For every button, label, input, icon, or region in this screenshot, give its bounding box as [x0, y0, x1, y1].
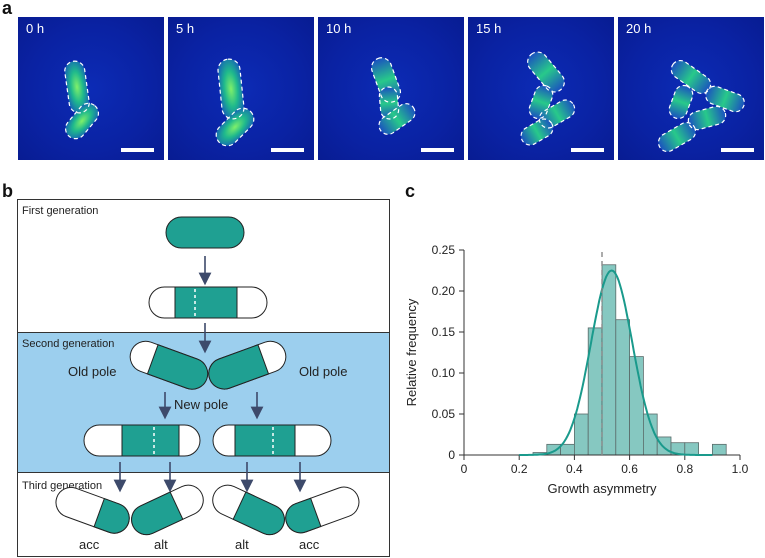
- granddaughter-cell-alt-left: [131, 484, 204, 536]
- x-tick-label: 0.4: [566, 462, 583, 476]
- histogram-bar: [684, 442, 699, 456]
- elongated-cell: [148, 286, 268, 319]
- timelapse-frame: 0 h: [18, 17, 164, 160]
- gaussian-fit-curve: [519, 269, 713, 456]
- scale-bar: [571, 148, 604, 152]
- generation-schematic: First generation Second generation Third…: [17, 199, 390, 557]
- acc-left-label: acc: [79, 537, 100, 552]
- granddaughter-cell-acc-right: [285, 486, 360, 534]
- x-tick-label: 0.8: [676, 462, 693, 476]
- frame-time-label: 0 h: [26, 21, 45, 36]
- panel-label-a: a: [2, 0, 13, 18]
- frame-time-label: 15 h: [476, 21, 502, 36]
- elongated-cell-left: [83, 424, 201, 457]
- old-pole-left-label: Old pole: [68, 364, 116, 379]
- histogram-bar: [656, 436, 672, 456]
- panel-label-c: c: [405, 181, 416, 201]
- timelapse-frame: 20 h: [618, 17, 764, 160]
- cell-image: [370, 57, 416, 135]
- alt-right-label: alt: [235, 537, 249, 552]
- panel-label-b: b: [2, 181, 13, 201]
- y-tick-label: 0.25: [432, 243, 456, 257]
- frame-time-label: 20 h: [626, 21, 652, 36]
- cell-image: [215, 58, 255, 147]
- daughter-cell-left: [129, 340, 209, 390]
- histogram-bar: [601, 264, 617, 456]
- first-generation-label: First generation: [22, 205, 98, 217]
- cell-image: [657, 59, 745, 153]
- old-pole-right-label: Old pole: [299, 364, 347, 379]
- y-tick-label: 0: [448, 448, 455, 462]
- histogram-bar: [573, 413, 589, 456]
- acc-right-label: acc: [299, 537, 320, 552]
- frame-time-label: 5 h: [176, 21, 195, 36]
- scale-bar: [421, 148, 454, 152]
- y-tick-label: 0.20: [432, 284, 456, 298]
- histogram-bar: [560, 443, 575, 456]
- elongated-cell-right: [212, 424, 332, 457]
- granddaughter-cell-acc-left: [55, 486, 130, 534]
- y-tick-label: 0.15: [432, 325, 456, 339]
- scale-bar: [271, 148, 304, 152]
- cell-image: [520, 51, 576, 146]
- timelapse-frame: 15 h: [468, 17, 614, 160]
- timelapse-frame: 5 h: [168, 17, 314, 160]
- histogram-bar: [711, 443, 727, 456]
- second-generation-label: Second generation: [22, 338, 114, 350]
- mother-cell: [165, 216, 245, 249]
- third-generation-label: Third generation: [22, 480, 102, 492]
- y-tick-label: 0.10: [432, 366, 456, 380]
- timelapse-frame: 10 h: [318, 17, 464, 160]
- cell-image: [64, 60, 100, 140]
- histogram-bar: [615, 319, 631, 456]
- growth-asymmetry-histogram: 0 0.2 0.4 0.6 0.8 1.0 0 0.05 0.10 0.15 0.20 0.25 Gr…: [404, 243, 749, 496]
- scale-bar: [721, 148, 754, 152]
- histogram-bar: [629, 356, 644, 456]
- x-tick-label: 1.0: [732, 462, 749, 476]
- frame-time-label: 10 h: [326, 21, 352, 36]
- x-tick-label: 0.6: [621, 462, 638, 476]
- alt-left-label: alt: [154, 537, 168, 552]
- x-axis-label: Growth asymmetry: [547, 481, 657, 496]
- y-tick-label: 0.05: [432, 407, 456, 421]
- timelapse-strip: 0 h 5 h 10 h: [18, 17, 765, 160]
- granddaughter-cell-alt-right: [212, 484, 285, 536]
- new-pole-label: New pole: [174, 397, 228, 412]
- daughter-cell-right: [208, 340, 287, 390]
- x-tick-label: 0: [461, 462, 468, 476]
- scale-bar: [121, 148, 154, 152]
- x-tick-label: 0.2: [511, 462, 528, 476]
- y-axis-label: Relative frequency: [404, 298, 419, 406]
